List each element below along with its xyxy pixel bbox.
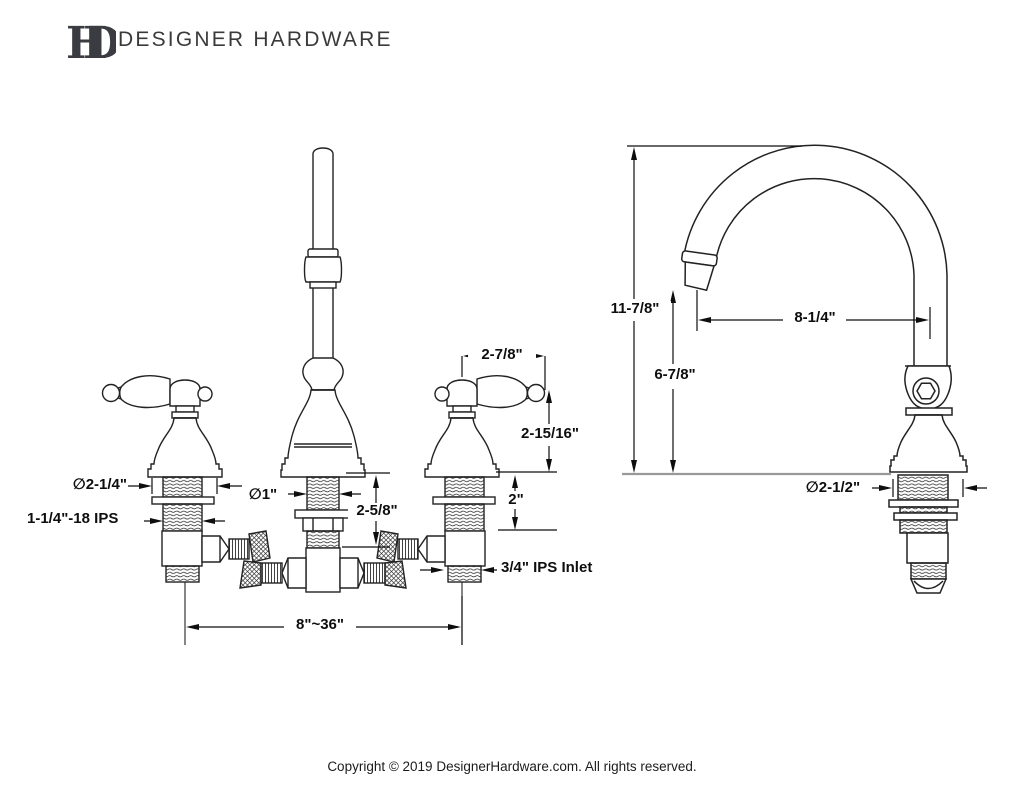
dim-spout-clearance: 6-7/8" [644, 367, 706, 383]
center-spout-assembly [239, 147, 407, 593]
dim-inlet: 3/4" IPS Inlet [500, 560, 624, 576]
dim-handle-height: 2-15/16" [514, 426, 586, 442]
monogram-d: D [83, 18, 116, 66]
dim-shank-length: 2-5/8" [348, 503, 406, 519]
monogram-h: H [66, 18, 108, 66]
side-spout [622, 144, 968, 594]
dim-spread: 8"~36" [284, 617, 356, 633]
dim-deck-thickness: 2" [501, 492, 531, 508]
dim-spout-shank-diameter: ∅1" [238, 487, 288, 503]
dim-escutcheon-diameter: ∅2-1/4" [28, 477, 128, 493]
dim-spout-height: 11-7/8" [599, 301, 671, 317]
brand-monogram-icon: H D [66, 18, 116, 66]
dim-shank-thread: 1-1/4"-18 IPS [26, 511, 144, 527]
dim-handle-width: 2-7/8" [468, 347, 536, 363]
copyright-notice: Copyright © 2019 DesignerHardware.com. A… [327, 759, 697, 774]
side-view [622, 144, 987, 594]
dim-spout-reach: 8-1/4" [784, 310, 846, 326]
side-view-dimensions [627, 145, 987, 497]
brand-name: DESIGNER HARDWARE [118, 28, 393, 51]
dim-base-diameter: ∅2-1/2" [794, 480, 872, 496]
front-view [101, 147, 557, 646]
